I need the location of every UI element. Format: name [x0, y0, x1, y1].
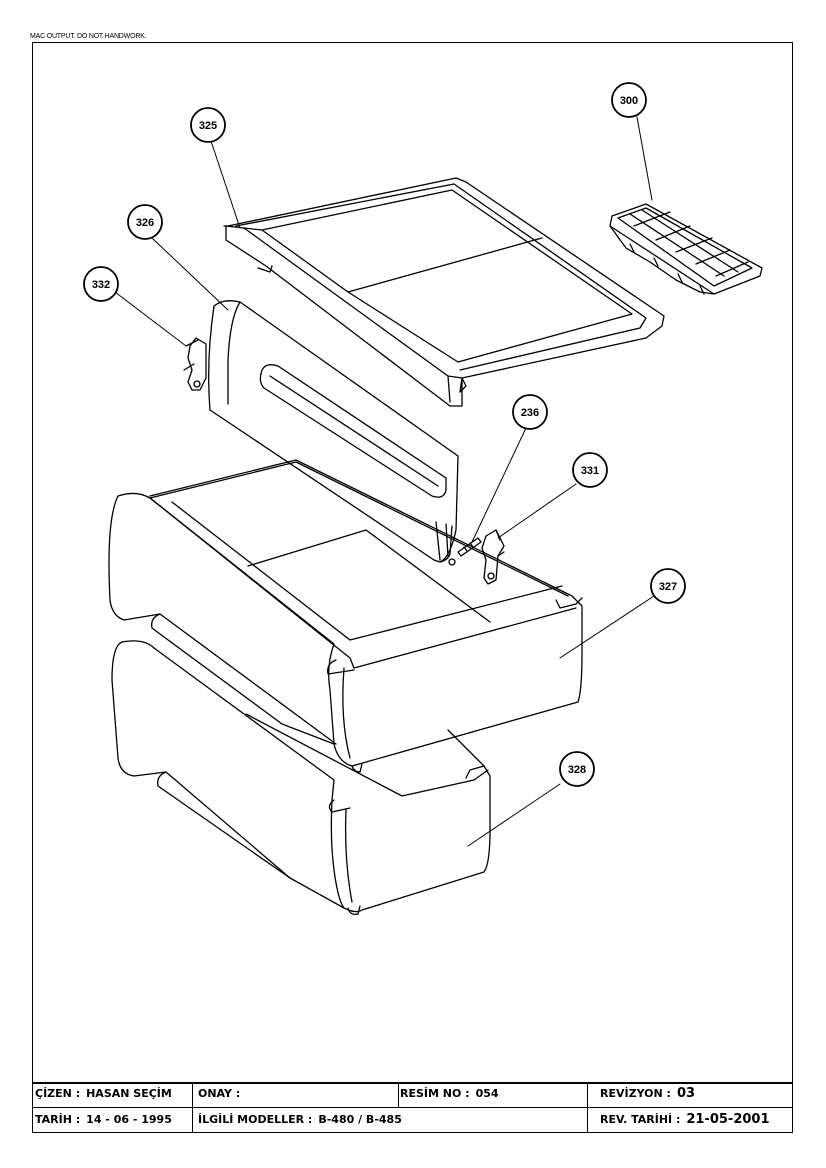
ice-tray-part: [609, 203, 763, 295]
svg-text:300: 300: [620, 95, 638, 107]
drawing-frame: [32, 42, 793, 1133]
callout-325: 325: [190, 107, 226, 143]
svg-text:327: 327: [659, 581, 677, 593]
callout-236: 236: [512, 394, 548, 430]
shelf-part: [223, 177, 665, 407]
svg-text:326: 326: [136, 217, 154, 229]
upper-drawer-part: [108, 459, 583, 773]
revision-cell: REVİZYON :03: [600, 1086, 696, 1101]
callout-331: 331: [572, 452, 608, 488]
hinge-left-part: [183, 337, 207, 391]
date-cell: TARİH :14 - 06 - 1995: [35, 1113, 172, 1126]
callout-300: 300: [611, 82, 647, 118]
svg-text:332: 332: [92, 279, 110, 291]
callout-328: 328: [559, 751, 595, 787]
header-note: MAC OUTPUT. DO NOT HANDWORK.: [30, 33, 147, 40]
callout-327: 327: [650, 568, 686, 604]
svg-text:328: 328: [568, 764, 586, 776]
callout-326: 326: [127, 204, 163, 240]
leader-lines: [114, 116, 655, 847]
title-block: ÇİZEN :HASAN SEÇİM ONAY : RESİM NO :054 …: [32, 1082, 793, 1133]
drawn-by-cell: ÇİZEN :HASAN SEÇİM: [35, 1087, 172, 1100]
svg-text:236: 236: [521, 407, 539, 419]
svg-text:325: 325: [199, 120, 217, 132]
callout-332: 332: [83, 266, 119, 302]
approval-cell: ONAY :: [198, 1087, 241, 1100]
lower-drawer-part: [111, 640, 491, 916]
svg-text:331: 331: [581, 465, 599, 477]
revision-date-cell: REV. TARİHİ :21-05-2001: [600, 1112, 770, 1127]
drawing-number-cell: RESİM NO :054: [400, 1087, 499, 1100]
related-models-cell: İLGİLİ MODELLER :B-480 / B-485: [198, 1113, 402, 1126]
front-panel-part: [208, 300, 459, 566]
